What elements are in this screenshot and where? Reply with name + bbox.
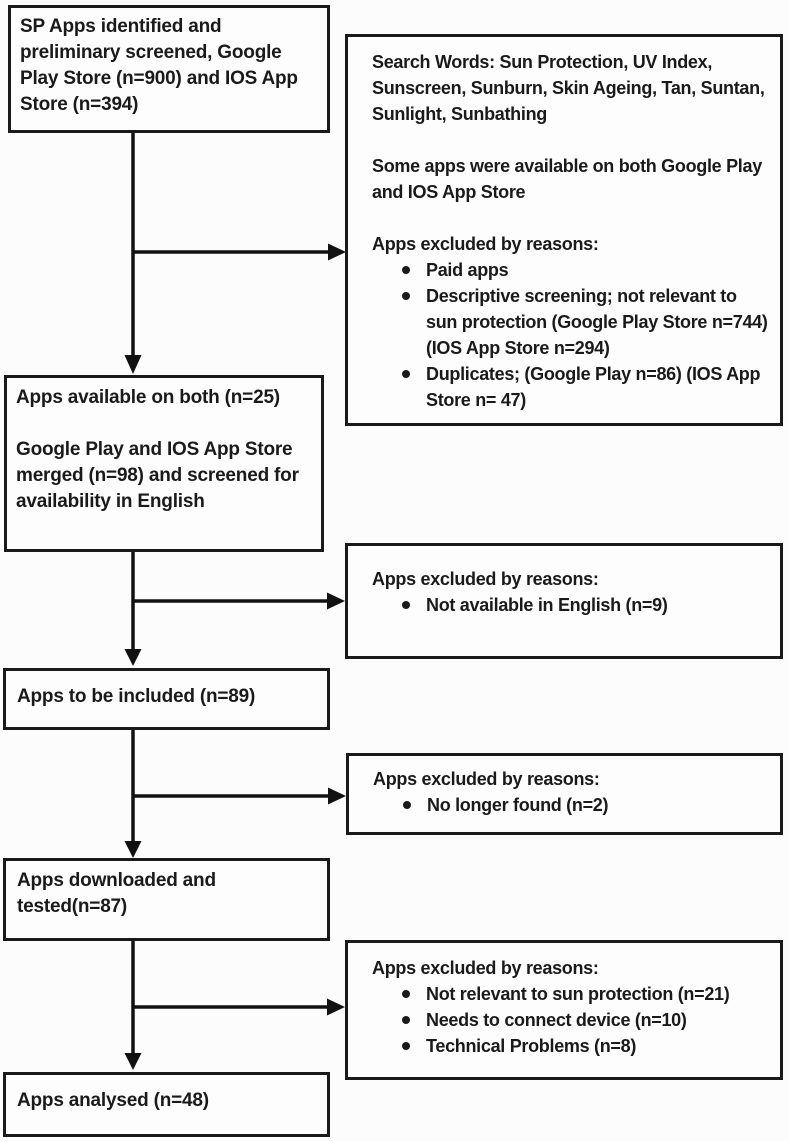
arrow-identified-to-available — [124, 133, 142, 374]
arrowhead-icon — [328, 243, 346, 261]
arrow-downloaded-to-excluded-4 — [133, 998, 345, 1016]
arrow-downloaded-to-analysed — [124, 941, 142, 1070]
bullet-dot-icon — [386, 592, 426, 609]
excluded-heading: Apps excluded by reasons: — [372, 234, 599, 254]
box-excluded-no-longer-found: Apps excluded by reasons: No longer foun… — [346, 753, 783, 835]
bullet-dot-icon — [386, 1007, 426, 1024]
bullet-dot-icon — [386, 1033, 426, 1050]
box-excluded-not-english: Apps excluded by reasons: Not available … — [345, 543, 783, 659]
box-text: SP Apps identified and preliminary scree… — [20, 16, 298, 115]
box-search-words-exclusions: Search Words: Sun Protection, UV Index, … — [345, 34, 783, 426]
excluded-heading: Apps excluded by reasons: — [372, 569, 599, 589]
bullet-dot-icon — [386, 283, 426, 300]
bullet-text: Descriptive screening; not relevant to s… — [426, 286, 768, 358]
bullet-item: Technical Problems (n=8) — [386, 1033, 770, 1059]
search-words-paragraph: Search Words: Sun Protection, UV Index, … — [372, 49, 770, 127]
bullet-item: Descriptive screening; not relevant to s… — [386, 283, 770, 361]
bullet-item: Paid apps — [386, 257, 770, 283]
arrow-included-to-excluded-3 — [133, 787, 346, 805]
box-apps-analysed: Apps analysed (n=48) — [3, 1072, 330, 1137]
bullet-item: Not available in English (n=9) — [386, 592, 770, 618]
box-text: Apps downloaded and tested(n=87) — [17, 870, 216, 917]
search-words-terms: Sun Protection, UV Index, Sunscreen, Sun… — [372, 52, 765, 124]
box-apps-available-merged: Apps available on both (n=25) Google Pla… — [4, 375, 324, 552]
arrowhead-icon — [124, 1053, 142, 1070]
box-text: Google Play and IOS App Store merged (n=… — [16, 439, 299, 512]
bullet-dot-icon — [386, 361, 426, 378]
box-text: Apps analysed (n=48) — [17, 1090, 209, 1111]
bullet-text: Paid apps — [426, 260, 509, 280]
bullet-dot-icon — [386, 257, 426, 274]
box-text: Apps available on both (n=25) — [16, 387, 280, 408]
box-apps-to-be-included: Apps to be included (n=89) — [3, 668, 330, 730]
excluded-heading: Apps excluded by reasons: — [372, 958, 599, 978]
bullet-item: No longer found (n=2) — [387, 792, 770, 818]
arrowhead-icon — [327, 998, 345, 1016]
box-apps-downloaded-tested: Apps downloaded and tested(n=87) — [3, 858, 330, 941]
excluded-reasons-list: Paid apps Descriptive screening; not rel… — [386, 257, 770, 413]
bullet-text: Duplicates; (Google Play n=86) (IOS App … — [426, 364, 761, 410]
arrow-available-to-excluded-2 — [133, 592, 345, 610]
bullet-text: Needs to connect device (n=10) — [426, 1010, 687, 1030]
bullet-text: No longer found (n=2) — [427, 795, 609, 815]
bullet-dot-icon — [387, 792, 427, 809]
arrowhead-icon — [124, 355, 142, 374]
arrow-available-to-included — [124, 552, 142, 666]
excluded-reasons-list: Not relevant to sun protection (n=21) Ne… — [386, 981, 770, 1059]
search-words-label: Search Words: — [372, 52, 495, 72]
bullet-dot-icon — [386, 981, 426, 998]
arrowhead-icon — [124, 841, 142, 858]
bullet-text: Not relevant to sun protection (n=21) — [426, 984, 730, 1004]
bullet-text: Not available in English (n=9) — [426, 595, 668, 615]
bullet-item: Duplicates; (Google Play n=86) (IOS App … — [386, 361, 770, 413]
box-apps-identified: SP Apps identified and preliminary scree… — [8, 5, 330, 133]
box-excluded-testing-reasons: Apps excluded by reasons: Not relevant t… — [345, 940, 783, 1080]
arrowhead-icon — [124, 649, 142, 666]
excluded-heading: Apps excluded by reasons: — [373, 769, 600, 789]
bullet-item: Not relevant to sun protection (n=21) — [386, 981, 770, 1007]
excluded-reasons-list: No longer found (n=2) — [387, 792, 770, 818]
note-text: Some apps were available on both Google … — [372, 156, 762, 202]
arrow-included-to-downloaded — [124, 730, 142, 858]
arrowhead-icon — [328, 787, 346, 805]
arrow-identified-to-excluded-1 — [133, 243, 346, 261]
excluded-reasons-list: Not available in English (n=9) — [386, 592, 770, 618]
bullet-text: Technical Problems (n=8) — [426, 1036, 637, 1056]
box-text: Apps to be included (n=89) — [17, 686, 256, 707]
bullet-item: Needs to connect device (n=10) — [386, 1007, 770, 1033]
arrowhead-icon — [327, 592, 345, 610]
